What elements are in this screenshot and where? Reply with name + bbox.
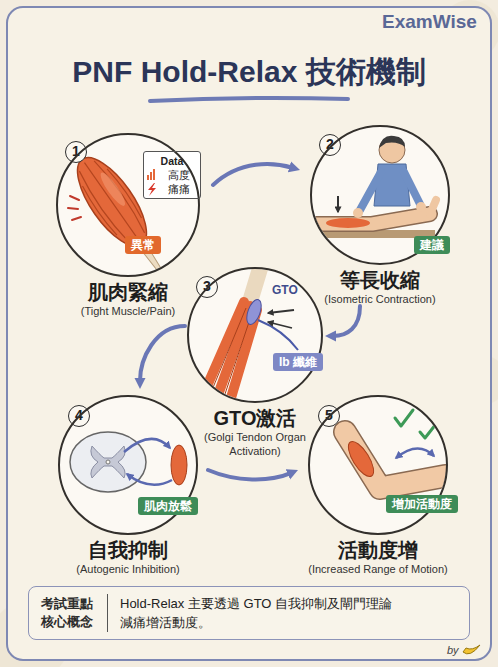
tag-text: 異常 [131,238,155,252]
step-subtitle: (Isometric Contraction) [300,292,460,306]
callout-number: 4 [68,405,90,427]
circle-outline [56,133,200,277]
circle-outline [308,395,448,535]
step-circle-node: 活動度增(Increased Range of Motion) 增加活動度 [298,389,458,576]
step-subtitle: (Increased Range of Motion) [298,562,458,576]
step-subtitle: (Golgi Tendon Organ Activation) [196,430,314,458]
step-heading: 自我抑制 [48,538,208,562]
tag-text: 肌肉放鬆 [144,499,192,513]
key-point-box: 考試重點 核心概念Hold-Relax 主要透過 GTO 自我抑制及閘門理論減痛… [28,586,470,640]
step-circle-node: 肌肉緊縮(Tight Muscle/Pain) Data高度痛痛異常 [43,127,213,318]
data-card: Data高度痛痛 [143,151,201,199]
status-tag: 增加活動度 [386,495,458,513]
part-label: GTO [272,283,298,297]
signature: by [447,643,459,657]
step-heading: 活動度增 [298,538,458,562]
status-tag: 異常 [125,236,161,254]
tag-text: 建議 [420,238,444,252]
step-subtitle: (Autogenic Inhibition) [48,562,208,576]
key-point-title: 考試重點 核心概念 [41,595,99,631]
status-tag: 肌肉放鬆 [138,497,198,515]
status-tag: Ib 纖維 [273,353,323,371]
tag-text: Ib 纖維 [279,355,317,369]
flow-arrow [140,326,185,381]
data-heading: Data [148,154,196,168]
data-row: 高度 [148,168,196,182]
step-heading: GTO激活 [185,406,325,430]
step-heading: 等長收縮 [300,268,460,292]
step-circle-node: 等長收縮(Isometric Contraction) 建議 [300,119,460,306]
step-circle-node: 自我抑制(Autogenic Inhibition) 肌肉放鬆 [48,389,208,576]
step-circle-node: GTO激活(Golgi Tendon Organ Activation) Ib 纖… [185,261,325,458]
step-heading: 肌肉緊縮 [43,280,213,304]
brand-name: ExamWise [382,11,477,33]
callout-number: 2 [319,134,341,156]
flow-arrow [208,470,291,479]
callout-number: 5 [318,405,340,427]
key-point-body: Hold-Relax 主要透過 GTO 自我抑制及閘門理論減痛增活動度。 [107,594,402,632]
flow-arrow [333,306,360,336]
title-text: PNF Hold-Relax 技術機制 [0,54,498,90]
data-row: 痛痛 [148,182,196,196]
callout-number: 1 [65,141,87,163]
tag-text: 增加活動度 [392,497,452,511]
step-subtitle: (Tight Muscle/Pain) [43,304,213,318]
status-tag: 建議 [414,236,450,254]
flow-arrow [213,164,292,185]
callout-number: 3 [196,276,218,298]
circle-outline [187,267,323,403]
